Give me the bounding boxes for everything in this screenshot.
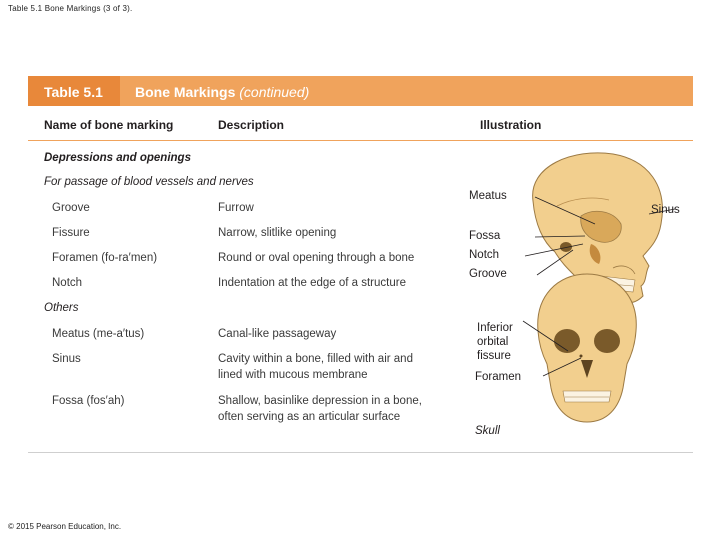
row-name-foramen: Foramen (fo-ra′men) <box>52 252 158 264</box>
row-desc-sinus: Cavity within a bone, filled with air an… <box>218 353 413 365</box>
header-description: Description <box>218 118 285 132</box>
row-desc-sinus-line2: lined with mucous membrane <box>218 369 368 381</box>
frontal-skull-drawing <box>537 273 637 423</box>
label-notch: Notch <box>469 249 500 261</box>
subsection-passage: For passage of blood vessels and nerves <box>44 176 254 188</box>
bone-markings-table: Table 5.1 Bone Markings (continued) Name… <box>28 76 693 456</box>
label-sinus: Sinus <box>651 204 680 216</box>
copyright: © 2015 Pearson Education, Inc. <box>8 522 122 531</box>
row-desc-fossa-line2: often serving as an articular surface <box>218 411 401 423</box>
header-name: Name of bone marking <box>44 118 174 132</box>
skull-drawings <box>522 152 676 423</box>
row-desc-fossa: Shallow, basinlike depression in a bone, <box>218 395 422 407</box>
table-number: Table 5.1 <box>28 76 120 106</box>
label-foramen: Foramen <box>475 371 522 383</box>
label-orbital: orbital <box>477 336 509 348</box>
header-illustration: Illustration <box>480 118 542 132</box>
table-title: Bone Markings (continued) <box>135 84 309 100</box>
row-name-sinus: Sinus <box>52 353 81 365</box>
row-name-notch: Notch <box>52 277 83 289</box>
row-name-meatus: Meatus (me-a′tus) <box>52 328 145 340</box>
row-desc-foramen: Round or oval opening through a bone <box>218 252 415 264</box>
row-desc-fissure: Narrow, slitlike opening <box>218 227 337 239</box>
label-groove: Groove <box>469 268 507 280</box>
bottom-rule <box>28 452 693 453</box>
label-inferior: Inferior <box>477 322 513 334</box>
row-desc-notch: Indentation at the edge of a structure <box>218 277 406 289</box>
row-desc-groove: Furrow <box>218 202 254 214</box>
label-fissure: fissure <box>477 350 511 362</box>
label-fossa: Fossa <box>469 230 501 242</box>
table-title-suffix: (continued) <box>239 84 310 100</box>
header-rule <box>28 140 693 141</box>
row-name-fissure: Fissure <box>52 227 90 239</box>
row-name-groove: Groove <box>52 202 90 214</box>
label-meatus: Meatus <box>469 190 507 202</box>
label-skull: Skull <box>475 425 500 437</box>
section-depressions: Depressions and openings <box>44 152 191 164</box>
subsection-others: Others <box>44 302 79 314</box>
table-title-bar: Table 5.1 Bone Markings (continued) <box>28 76 693 106</box>
row-desc-meatus: Canal-like passageway <box>218 328 337 340</box>
slide-title: Table 5.1 Bone Markings (3 of 3). <box>8 4 133 13</box>
skull-illustration: Meatus Sinus Fossa Notch Groove Inferior… <box>463 146 693 446</box>
table-title-main: Bone Markings <box>135 84 236 100</box>
leader-lines <box>522 196 676 377</box>
row-name-fossa: Fossa (fos′ah) <box>52 395 125 407</box>
